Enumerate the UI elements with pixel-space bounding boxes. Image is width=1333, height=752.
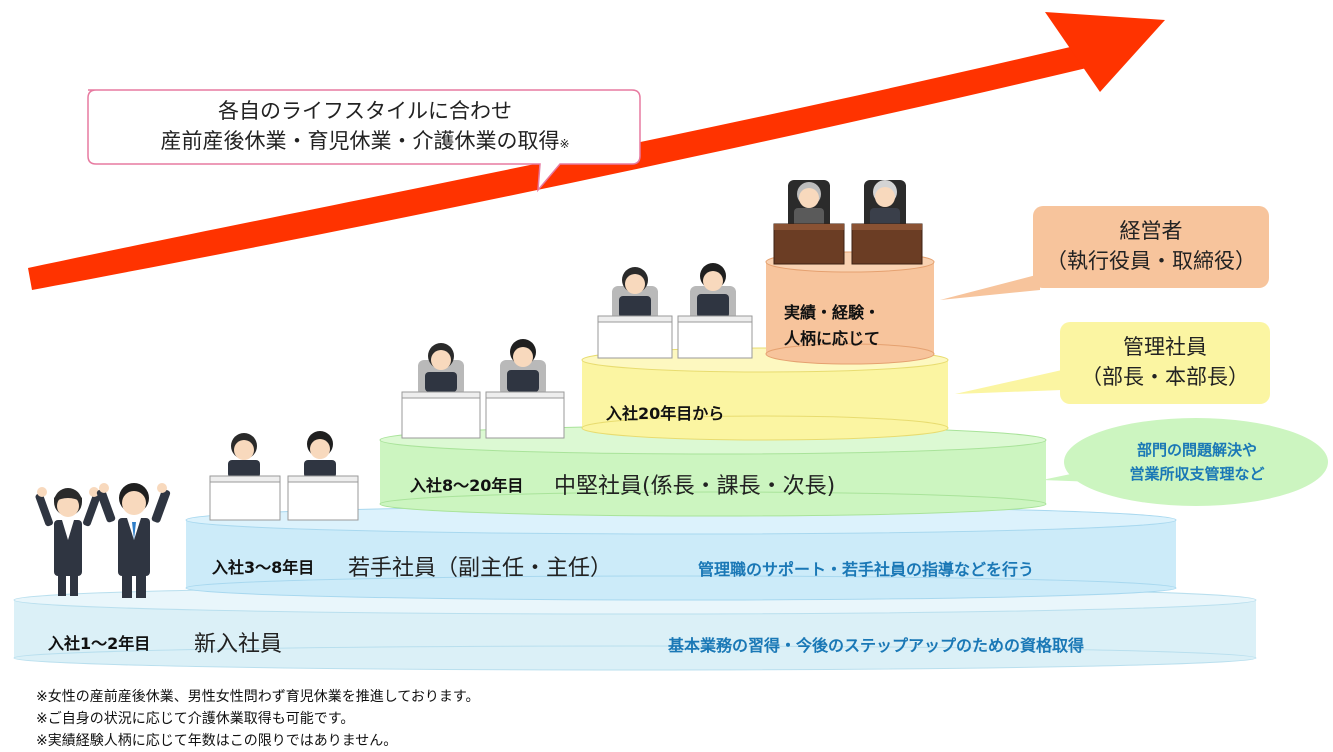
manager-callout-line1: 管理社員 [1123, 335, 1207, 359]
manager-callout-text: 管理社員 （部長・本部長） [1060, 332, 1270, 392]
top-callout-bubble [87, 89, 641, 193]
tier-2-disc [185, 505, 1177, 601]
tier-5-tag-line1: 実績・経験・ [784, 303, 881, 322]
manager-callout-line2: （部長・本部長） [1081, 365, 1249, 389]
tier-2-tag: 入社3～8年目 [212, 558, 315, 577]
mid-role-callout-bubble [1042, 418, 1328, 506]
tier-3-tag: 入社8～20年目 [410, 476, 524, 495]
footnote-2: ※ご自身の状況に応じて介護休業取得も可能です。 [36, 711, 355, 727]
tier-1-tag: 入社1～2年目 [48, 634, 151, 653]
tier-1-title: 新入社員 [194, 632, 283, 657]
executive-callout-line1: 経営者 [1119, 219, 1183, 243]
new-employee-man-figure [96, 483, 171, 598]
young-employees-desks [209, 431, 359, 521]
executive-desks [773, 180, 923, 265]
tier-2-title: 若手社員（副主任・主任） [348, 556, 613, 581]
top-callout-mark: ※ [559, 137, 570, 151]
footnote-1: ※女性の産前産後休業、男性女性問わず育児休業を推進しております。 [36, 689, 480, 705]
new-employee-woman-figure [35, 487, 101, 596]
top-callout-text: 各自のライフスタイルに合わせ 産前産後休業・育児休業・介護休業の取得※ [100, 96, 630, 159]
mid-role-callout-line1: 部門の問題解決や [1136, 441, 1257, 459]
tier-3-title: 中堅社員(係長・課長・次長) [554, 474, 836, 499]
manager-desks [597, 263, 753, 359]
tier-5-tag-line2: 人柄に応じて [784, 329, 881, 348]
executive-callout-line2: （執行役員・取締役） [1046, 249, 1256, 273]
mid-role-callout-line2: 営業所収支管理など [1129, 465, 1265, 483]
top-callout-line1: 各自のライフスタイルに合わせ [218, 99, 512, 123]
manager-callout-bubble [955, 322, 1270, 404]
tier-4-tag: 入社20年目から [606, 404, 725, 423]
tier-2-desc: 管理職のサポート・若手社員の指導などを行う [698, 560, 1035, 579]
tier-1-desc: 基本業務の習得・今後のステップアップのための資格取得 [668, 636, 1085, 655]
footnote-3: ※実績経験人柄に応じて年数はこの限りではありません。 [36, 733, 398, 749]
tier-5-tag: 実績・経験・ 人柄に応じて [784, 300, 880, 352]
mid-employees-desks [401, 339, 565, 439]
growth-arrow [28, 12, 1165, 290]
mid-role-callout-text: 部門の問題解決や 営業所収支管理など [1070, 438, 1324, 486]
executive-callout-bubble [940, 206, 1269, 300]
executive-callout-text: 経営者 （執行役員・取締役） [1033, 216, 1269, 276]
top-callout-line2: 産前産後休業・育児休業・介護休業の取得※ [160, 129, 570, 153]
